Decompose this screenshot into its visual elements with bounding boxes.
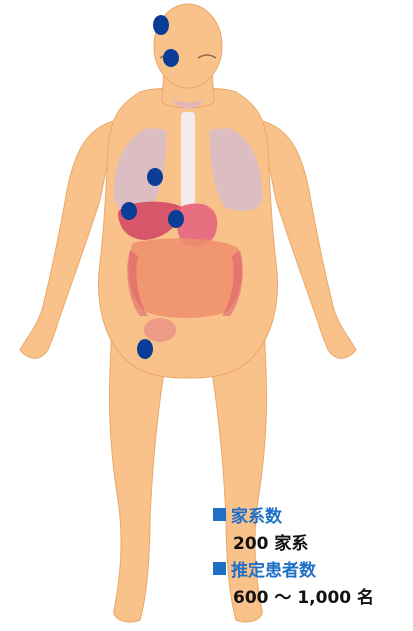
- legend-families-row: 家系数: [213, 502, 409, 526]
- legend: 家系数 200 家系 推定患者数 600 ～ 1,000 名: [213, 502, 409, 610]
- liver-marker: [121, 202, 137, 220]
- brain-marker: [153, 15, 169, 35]
- legend-patients-row: 推定患者数: [213, 556, 409, 580]
- families-label: 家系数: [231, 502, 282, 527]
- square-bullet-icon: [213, 562, 226, 575]
- stomach-marker: [168, 210, 184, 228]
- eye-marker: [163, 49, 179, 67]
- square-bullet-icon: [213, 508, 226, 521]
- small-intestine: [128, 238, 242, 318]
- families-value: 200 家系: [213, 526, 409, 556]
- neck-marker: [147, 168, 163, 186]
- pelvis-marker: [137, 339, 153, 359]
- patients-value: 600 ～ 1,000 名: [213, 580, 409, 610]
- patients-label: 推定患者数: [231, 556, 316, 581]
- bladder: [144, 318, 176, 342]
